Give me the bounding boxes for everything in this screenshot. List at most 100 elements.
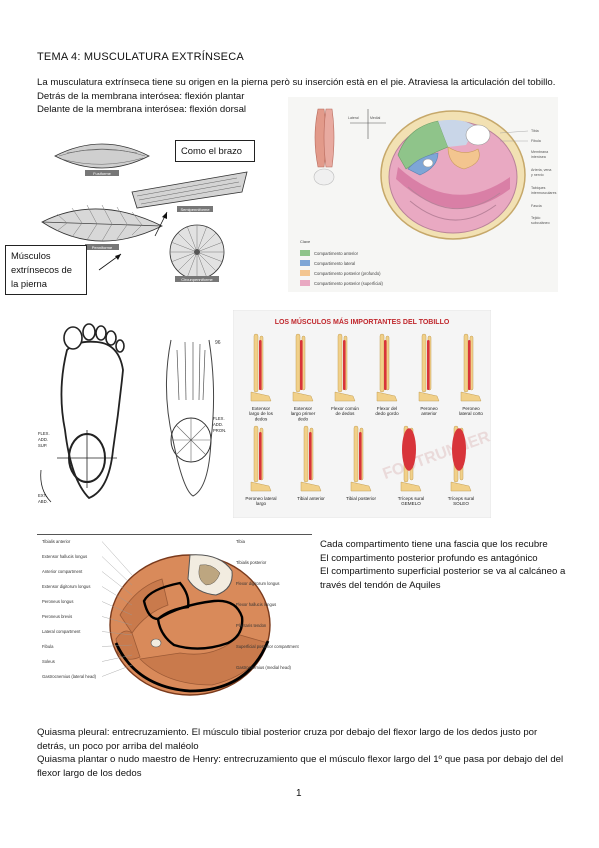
compartment-label: Lateral compartment (42, 629, 81, 634)
sole-label: ABD. (38, 499, 48, 504)
compartment-text-line-3: El compartimento superficial posterior s… (320, 566, 566, 591)
leg-illustration (250, 425, 272, 492)
orientation-cross: Lateral Medial (348, 109, 386, 139)
semipennate-muscle: Semipenniforme (131, 171, 248, 212)
callout-musculos-extrinsecos: Músculos extrínsecos de la pierna (5, 245, 87, 295)
callout-line: Músculos (11, 250, 51, 261)
compartment-label: Fibula (42, 644, 54, 649)
intro-line-1: La musculatura extrínseca tiene su orige… (37, 77, 556, 88)
intro-text: La musculatura extrínseca tiene su orige… (37, 76, 557, 117)
leg-illustration (334, 333, 356, 402)
sole-label: ADD. (38, 437, 48, 442)
compartment-text: Cada compartimento tiene una fascia que … (320, 538, 570, 592)
compartment-label: Tibialis anterior (42, 539, 71, 544)
intro-line-3: Delante de la membrana interósea: flexió… (37, 104, 247, 115)
legend-swatch (300, 250, 310, 256)
compartment-label: Tibia (236, 539, 246, 544)
leg-cross-section-figure: Lateral Medial Tibia Fibula Membranainte… (288, 97, 558, 292)
leg-illustration (460, 333, 482, 402)
legend-swatch (300, 280, 310, 286)
compartment-label: Extensor digitorum longus (42, 584, 90, 589)
ankle-figure-title: LOS MÚSCULOS MÁS IMPORTANTES DEL TOBILLO (275, 317, 450, 326)
foot-skeleton-sketch: 96 FLEX. ADD. PRON. (143, 320, 233, 510)
compartment-label: Tibialis posterior (236, 560, 267, 565)
legend-label: Compartimento posterior (profundo) (314, 271, 381, 276)
svg-text:Fibula: Fibula (531, 139, 541, 143)
svg-text:y nervio: y nervio (531, 173, 544, 177)
svg-text:Lateral: Lateral (348, 116, 359, 120)
compartment-label: Anterior compartment (42, 569, 83, 574)
leg-illustration (292, 333, 314, 402)
sole-label: ADD. (213, 422, 223, 427)
leg-illustration (250, 333, 272, 402)
leg-illustration (450, 425, 472, 492)
sole-label: PRON. (213, 428, 226, 433)
pennate-label: Penniforme (92, 245, 113, 250)
compartment-text-line-1: Cada compartimento tiene una fascia que … (320, 539, 548, 550)
compartment-text-line-2: El compartimento posterior profundo es a… (320, 552, 538, 564)
callout-como-el-brazo: Como el brazo (175, 140, 255, 162)
page-title: TEMA 4: MUSCULATURA EXTRÍNSECA (37, 51, 244, 63)
legend-swatch (300, 260, 310, 266)
leg-illustration (376, 333, 398, 402)
compartment-label: Peroneus brevis (42, 614, 72, 619)
svg-text:Membrana: Membrana (531, 150, 548, 154)
legend-label: Compartimento anterior (314, 251, 359, 256)
ankle-muscles-figure: LOS MÚSCULOS MÁS IMPORTANTES DEL TOBILLO… (233, 310, 491, 518)
ankle-muscle-label: Tibial anterior (297, 496, 325, 501)
callout-line: la pierna (11, 278, 47, 289)
quiasma-plantar: Quiasma plantar o nudo maestro de Henry:… (37, 754, 564, 779)
leg-illustration (400, 425, 422, 492)
leg-illustration (350, 425, 372, 492)
compartment-label: Plantaris tendon (236, 623, 267, 628)
svg-text:Arteria, vena: Arteria, vena (531, 168, 551, 172)
legend-swatch (300, 270, 310, 276)
svg-text:interósea: interósea (531, 155, 546, 159)
sole-label: FLEX. (213, 416, 225, 421)
ankle-muscle-label: Tibial posterior (346, 496, 376, 501)
svg-text:Tejido: Tejido (531, 216, 540, 220)
quiasma-pleural: Quiasma pleural: entrecruzamiento. El mú… (37, 727, 538, 752)
cross-section-legend: Clave Compartimento anterior Compartimen… (300, 239, 383, 286)
circumpennate-muscle: Circunpenniforme (169, 224, 225, 282)
legend-label: Compartimento posterior (superficial) (314, 281, 383, 286)
compartment-label: Soleus (42, 659, 55, 664)
fusiform-label: Fusiforme (93, 171, 112, 176)
compartment-label: Peroneus longus (42, 599, 73, 604)
page-number: 1 (296, 788, 302, 799)
sole-labels-right: FLEX. ADD. PRON. (213, 416, 226, 433)
svg-text:Tabiques: Tabiques (531, 186, 546, 190)
semipennate-label: Semipenniforme (180, 207, 210, 212)
svg-text:Clave: Clave (300, 239, 311, 244)
compartment-label: Gastrocnemius (medial head) (236, 665, 292, 670)
callout-line: extrínsecos de (11, 264, 72, 275)
svg-text:96: 96 (215, 340, 221, 346)
circumpennate-label: Circunpenniforme (181, 277, 213, 282)
muscle-shapes-figure: Fusiforme Semipenniforme Penniforme Circ… (41, 143, 248, 282)
svg-text:subcutáneo: subcutáneo (531, 221, 550, 225)
sole-label: FLEX. (38, 431, 50, 436)
sole-labels: FLEX. ADD. SUP. EXT. ABD. (38, 431, 50, 504)
pennate-muscle: Penniforme (41, 204, 163, 250)
compartment-label: Flexor digitorum longus (236, 581, 280, 586)
fusiform-muscle: Fusiforme (54, 143, 150, 176)
section-divider (37, 534, 312, 535)
compartment-label: Superficial posterior compartment (236, 644, 299, 649)
legend-label: Compartimento lateral (314, 261, 355, 266)
compartment-label: Extensor hallucis longus (42, 554, 87, 559)
svg-text:Tibia: Tibia (531, 129, 539, 133)
